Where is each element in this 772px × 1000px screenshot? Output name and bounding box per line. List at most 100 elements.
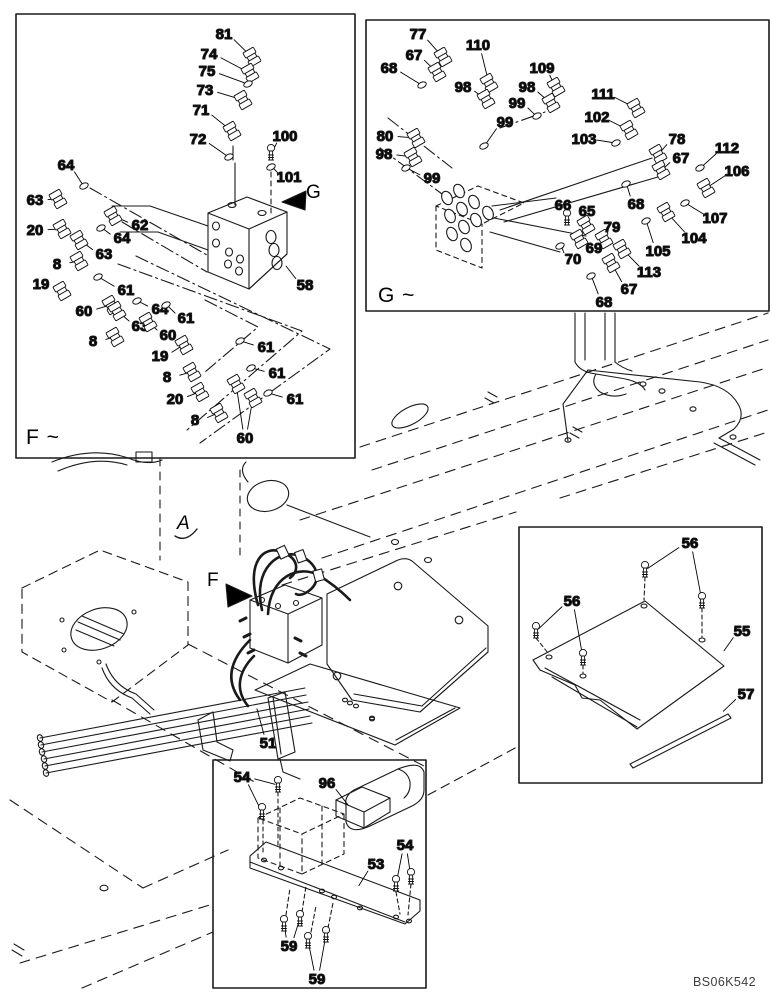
callout-73: 73	[197, 82, 214, 99]
leader-line	[358, 870, 369, 887]
leader-line	[253, 368, 265, 372]
callout-105: 105	[645, 243, 670, 260]
installed-cover-plate	[326, 558, 489, 722]
leader-line	[139, 301, 149, 307]
leader-line	[335, 789, 349, 806]
callout-58: 58	[297, 277, 314, 294]
callout-61: 61	[269, 365, 286, 382]
callout-68: 68	[596, 294, 613, 311]
view-f-arrow	[225, 583, 253, 608]
leader-line	[285, 265, 297, 280]
leader-line	[208, 143, 227, 156]
leader-line	[273, 168, 279, 174]
callout-57: 57	[738, 686, 755, 703]
leader-line	[408, 168, 421, 176]
leader-line	[100, 277, 115, 287]
callout-66: 66	[555, 197, 572, 214]
callout-113: 113	[637, 264, 661, 281]
leader-line	[319, 937, 326, 971]
leader-line	[596, 139, 614, 144]
hydraulic-tube-bundle	[36, 687, 313, 777]
figure-code: BS06K542	[693, 975, 756, 989]
callout-8: 8	[89, 333, 97, 350]
hydraulic-hoses	[230, 549, 352, 708]
callout-104: 104	[681, 230, 707, 247]
pump-body	[345, 764, 425, 831]
seal-strip-57	[629, 713, 732, 769]
detail-g-panel-drawing	[365, 19, 770, 312]
leader-line	[591, 278, 599, 295]
callout-65: 65	[579, 203, 596, 220]
callout-8: 8	[53, 256, 61, 273]
callout-71: 71	[193, 102, 210, 119]
callout-98: 98	[376, 146, 393, 163]
leader-line	[722, 698, 737, 712]
callout-20: 20	[167, 391, 184, 408]
leader-line	[708, 174, 727, 188]
manifold-ports	[441, 183, 494, 253]
callout-60: 60	[237, 430, 254, 447]
panel-label-f: F ~	[26, 426, 60, 449]
leader-line	[254, 778, 276, 785]
leader-line	[103, 228, 111, 235]
callout-61: 61	[118, 282, 135, 299]
callout-79: 79	[604, 219, 621, 236]
detail-f-panel-drawing	[15, 13, 356, 459]
callout-19: 19	[33, 276, 50, 293]
callout-112: 112	[715, 140, 739, 157]
leader-line	[646, 223, 654, 244]
callout-67: 67	[673, 150, 690, 167]
callout-74: 74	[201, 46, 218, 63]
callout-80: 80	[377, 128, 394, 145]
leader-line	[485, 128, 497, 145]
callout-60: 60	[160, 327, 177, 344]
solenoid-valve-96	[335, 786, 391, 829]
callout-75: 75	[199, 63, 216, 80]
callout-53: 53	[368, 856, 385, 873]
cover-panel-drawing	[518, 526, 763, 784]
support-bracket	[197, 711, 234, 762]
callout-59: 59	[281, 938, 298, 955]
callout-69: 69	[586, 240, 603, 257]
callout-56: 56	[564, 593, 581, 610]
callout-77: 77	[410, 26, 427, 43]
valve-mount-plate	[254, 663, 461, 746]
callout-101: 101	[276, 169, 301, 186]
leader-line	[687, 203, 704, 215]
callout-109: 109	[529, 60, 554, 77]
section-letter-a: A	[177, 513, 190, 534]
callout-68: 68	[628, 196, 645, 213]
mount-panel-drawing	[212, 759, 427, 989]
callout-61: 61	[258, 339, 275, 356]
callout-99: 99	[497, 114, 514, 131]
callout-51: 51	[260, 735, 277, 752]
callout-63: 63	[27, 192, 44, 209]
callout-98: 98	[519, 79, 536, 96]
leader-line	[400, 71, 420, 85]
callout-62: 62	[132, 217, 149, 234]
callout-99: 99	[509, 95, 526, 112]
callout-8: 8	[191, 412, 199, 429]
leader-line	[701, 152, 718, 167]
callout-54: 54	[397, 837, 414, 854]
callout-68: 68	[381, 60, 398, 77]
callout-8: 8	[163, 369, 171, 386]
callout-61: 61	[287, 391, 304, 408]
leader-line	[270, 393, 283, 398]
panel-label-g: G ~	[378, 284, 416, 307]
callout-110: 110	[466, 37, 490, 54]
callout-98: 98	[455, 79, 472, 96]
leader-line	[256, 708, 265, 735]
view-ref-letter-g: G	[306, 182, 321, 203]
leader-line	[723, 637, 734, 652]
callout-19: 19	[152, 348, 169, 365]
callout-96: 96	[319, 775, 336, 792]
leader-line	[527, 107, 535, 115]
leader-line	[692, 551, 702, 599]
cover-plate-55	[532, 600, 725, 730]
callout-64: 64	[58, 157, 75, 174]
callout-67: 67	[406, 47, 423, 64]
